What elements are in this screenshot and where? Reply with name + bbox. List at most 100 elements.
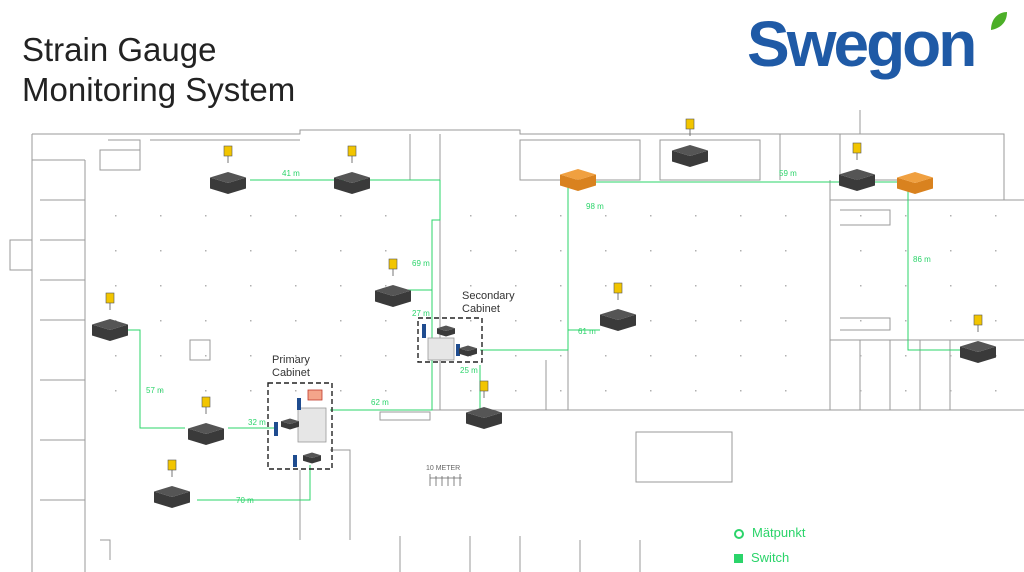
column-marker bbox=[740, 285, 742, 287]
column-marker bbox=[650, 250, 652, 252]
column-marker bbox=[340, 390, 342, 392]
title-line: Strain Gauge bbox=[22, 31, 217, 68]
distance-label: 61 m bbox=[578, 327, 596, 336]
data-logger-icon[interactable] bbox=[437, 325, 455, 337]
column-marker bbox=[160, 390, 162, 392]
column-marker bbox=[385, 215, 387, 217]
data-logger-icon[interactable] bbox=[839, 169, 875, 191]
column-marker bbox=[515, 390, 517, 392]
legend-label: Switch bbox=[751, 550, 790, 565]
column-marker bbox=[560, 215, 562, 217]
column-marker bbox=[860, 390, 862, 392]
column-marker bbox=[340, 355, 342, 357]
column-marker bbox=[860, 320, 862, 322]
column-marker bbox=[950, 215, 952, 217]
column-marker bbox=[385, 285, 387, 287]
data-logger-icon[interactable] bbox=[600, 309, 636, 331]
column-marker bbox=[115, 390, 117, 392]
column-marker bbox=[340, 320, 342, 322]
strain-sensor-tag-icon[interactable] bbox=[685, 118, 695, 136]
leaf-icon bbox=[991, 12, 1007, 30]
data-logger-icon[interactable] bbox=[334, 172, 370, 194]
secondary-cabinet[interactable] bbox=[417, 317, 483, 363]
scale-label: 10 METER bbox=[426, 465, 460, 472]
column-marker bbox=[905, 390, 907, 392]
column-marker bbox=[515, 320, 517, 322]
devices-layer bbox=[92, 118, 996, 508]
column-marker bbox=[950, 320, 952, 322]
strain-sensor-tag-icon[interactable] bbox=[201, 396, 211, 414]
data-logger-icon[interactable] bbox=[375, 285, 411, 307]
column-marker bbox=[950, 355, 952, 357]
column-marker bbox=[605, 215, 607, 217]
column-marker bbox=[905, 215, 907, 217]
column-marker bbox=[785, 215, 787, 217]
column-marker bbox=[205, 320, 207, 322]
column-marker bbox=[205, 355, 207, 357]
column-marker bbox=[860, 250, 862, 252]
data-logger-icon[interactable] bbox=[560, 169, 596, 191]
data-logger-icon[interactable] bbox=[303, 452, 321, 464]
square-icon bbox=[734, 554, 743, 564]
primary-cabinet[interactable] bbox=[267, 382, 333, 470]
data-logger-icon[interactable] bbox=[281, 418, 299, 430]
strain-sensor-tag-icon[interactable] bbox=[223, 145, 233, 163]
column-marker bbox=[785, 285, 787, 287]
column-marker bbox=[515, 285, 517, 287]
strain-sensor-tag-icon[interactable] bbox=[973, 314, 983, 332]
data-logger-icon[interactable] bbox=[459, 345, 477, 357]
data-logger-icon[interactable] bbox=[672, 145, 708, 167]
legend-switch: Switch bbox=[734, 550, 789, 565]
column-marker bbox=[650, 355, 652, 357]
cable-routes bbox=[118, 179, 965, 501]
scale-bar: 10 METER bbox=[426, 465, 462, 486]
column-marker bbox=[950, 285, 952, 287]
strain-sensor-tag-icon[interactable] bbox=[388, 258, 398, 276]
strain-sensor-tag-icon[interactable] bbox=[347, 145, 357, 163]
data-logger-icon[interactable] bbox=[897, 172, 933, 194]
column-marker bbox=[295, 355, 297, 357]
data-logger-icon[interactable] bbox=[154, 486, 190, 508]
column-marker bbox=[115, 355, 117, 357]
column-marker bbox=[385, 320, 387, 322]
column-marker bbox=[950, 390, 952, 392]
column-marker bbox=[995, 320, 997, 322]
column-marker bbox=[740, 320, 742, 322]
column-marker bbox=[905, 320, 907, 322]
data-logger-icon[interactable] bbox=[210, 172, 246, 194]
strain-sensor-tag-icon[interactable] bbox=[479, 380, 489, 398]
ring-icon bbox=[734, 528, 744, 539]
column-marker bbox=[470, 390, 472, 392]
column-marker bbox=[695, 285, 697, 287]
distance-label: 69 m bbox=[412, 259, 430, 268]
column-marker bbox=[250, 285, 252, 287]
column-marker bbox=[695, 355, 697, 357]
column-marker bbox=[650, 215, 652, 217]
column-marker bbox=[905, 285, 907, 287]
data-logger-icon[interactable] bbox=[960, 341, 996, 363]
column-marker bbox=[160, 320, 162, 322]
data-logger-icon[interactable] bbox=[92, 319, 128, 341]
column-marker bbox=[340, 250, 342, 252]
strain-sensor-tag-icon[interactable] bbox=[167, 459, 177, 477]
distance-label: 86 m bbox=[913, 255, 931, 264]
column-marker bbox=[115, 320, 117, 322]
column-marker bbox=[860, 355, 862, 357]
column-marker bbox=[160, 355, 162, 357]
column-marker bbox=[740, 355, 742, 357]
column-marker bbox=[605, 355, 607, 357]
data-logger-icon[interactable] bbox=[188, 423, 224, 445]
column-marker bbox=[740, 390, 742, 392]
data-logger-icon[interactable] bbox=[466, 407, 502, 429]
column-marker bbox=[695, 390, 697, 392]
column-marker bbox=[560, 285, 562, 287]
strain-sensor-tag-icon[interactable] bbox=[105, 292, 115, 310]
strain-sensor-tag-icon[interactable] bbox=[852, 142, 862, 160]
column-marker bbox=[115, 285, 117, 287]
column-marker bbox=[470, 215, 472, 217]
column-marker bbox=[740, 215, 742, 217]
distance-label: 32 m bbox=[248, 418, 266, 427]
strain-sensor-tag-icon[interactable] bbox=[613, 282, 623, 300]
